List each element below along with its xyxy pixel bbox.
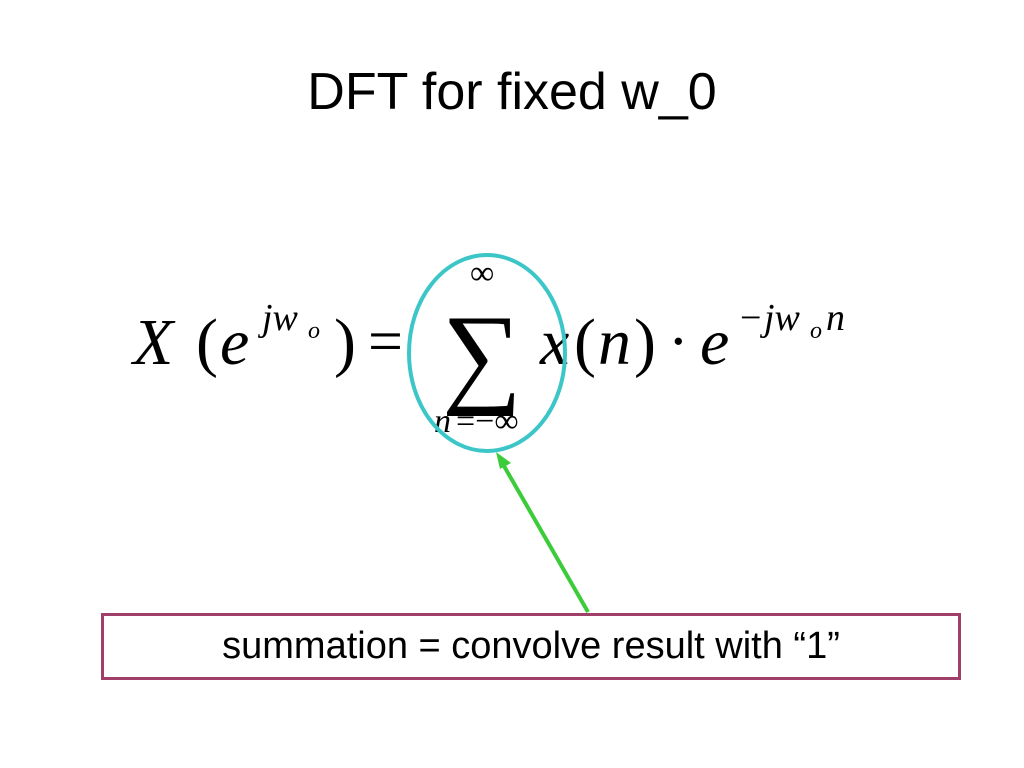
formula-lhs-open-paren: ( bbox=[196, 306, 218, 379]
formula-term-dot: · bbox=[668, 308, 689, 376]
formula-lhs-e: e bbox=[220, 306, 249, 379]
formula-X: X bbox=[130, 306, 176, 379]
formula-term-exp-n: n bbox=[826, 297, 845, 339]
formula-lhs-exp-jw: jw bbox=[257, 297, 299, 339]
formula-term-open-paren: ( bbox=[574, 306, 596, 379]
sum-upper-limit: ∞ bbox=[470, 255, 494, 292]
sum-lower-limit: =−∞ bbox=[456, 403, 519, 440]
formula-term-close-paren: ) bbox=[634, 306, 656, 379]
formula-term-exp-minus: − bbox=[740, 297, 761, 339]
caption-text: summation = convolve result with “1” bbox=[222, 625, 840, 667]
formula-term-e: e bbox=[700, 306, 729, 379]
formula-term-exp-sub: o bbox=[810, 318, 822, 344]
formula-equals: = bbox=[368, 308, 403, 376]
formula-lhs-close-paren: ) bbox=[334, 306, 356, 379]
formula-term-exp-jw: jw bbox=[759, 297, 801, 339]
formula-lhs-exp-sub: o bbox=[308, 318, 320, 344]
pointer-arrow-head bbox=[496, 452, 511, 469]
sum-symbol: ∑ bbox=[442, 293, 522, 417]
pointer-arrow-shaft bbox=[502, 465, 590, 613]
slide-title: DFT for fixed w_0 bbox=[307, 63, 717, 121]
formula-term-n: n bbox=[598, 306, 631, 379]
caption-box: summation = convolve result with “1” bbox=[101, 613, 961, 680]
summation-highlight-ellipse bbox=[407, 253, 567, 453]
